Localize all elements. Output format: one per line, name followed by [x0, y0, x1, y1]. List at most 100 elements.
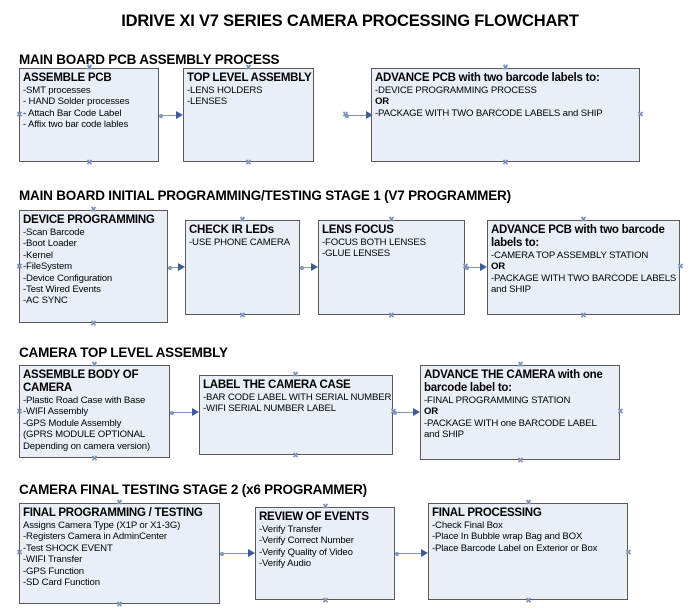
node-advance-pcb-two-barcode-labels-stage1[interactable]: ADVANCE PCB with two barcode labels to: … [487, 220, 680, 315]
node-line: -Check Final Box [432, 520, 503, 531]
node-line: -AC SYNC [23, 295, 68, 307]
connector-review-of-events-to-final-processing [395, 549, 428, 558]
node-line: and SHIP [424, 429, 464, 441]
node-header: ASSEMBLE BODY OF CAMERA [23, 369, 139, 394]
section-heading-camera-top-level-assembly: CAMERA TOP LEVEL ASSEMBLY [19, 345, 228, 360]
node-line: -GPS Function [23, 565, 84, 577]
connector-tail-icon [300, 265, 304, 270]
node-line: Assigns Camera Type (X1P or X1-3G) [23, 520, 181, 531]
node-line: -Scan Barcode [23, 227, 85, 238]
node-header: FINAL PROGRAMMING / TESTING [23, 507, 203, 519]
node-header: FINAL PROCESSING [432, 507, 542, 519]
connector-tail-icon [220, 551, 224, 556]
node-line: -Verify Transfer [259, 524, 322, 535]
node-header: LABEL THE CAMERA CASE [203, 379, 351, 391]
connector-tail-icon [170, 410, 174, 415]
node-line: (GPRS MODULE OPTIONAL [23, 429, 146, 441]
connector-tail-icon [465, 265, 469, 270]
node-line: -Place In Bubble wrap Bag and BOX [432, 531, 583, 543]
arrowhead-icon [248, 549, 255, 557]
node-assemble-pcb[interactable]: ASSEMBLE PCB -SMT processes - HAND Solde… [19, 68, 159, 162]
connector-assemble-body-to-label-camera-case [170, 408, 199, 417]
connector-tail-icon [168, 265, 172, 270]
section-heading-main-board-pcb-assembly-process: MAIN BOARD PCB ASSEMBLY PROCESS [19, 52, 280, 67]
connector-line [162, 115, 176, 116]
node-header: ADVANCE THE CAMERA with one barcode labe… [424, 369, 603, 394]
arrowhead-icon [311, 263, 318, 271]
connector-line [171, 267, 178, 268]
node-line: -CAMERA TOP ASSEMBLY STATION [491, 250, 649, 261]
node-header: CHECK IR LEDs [189, 224, 274, 236]
node-line: -GLUE LENSES [322, 248, 391, 260]
node-header: REVIEW OF EVENTS [259, 511, 369, 523]
node-line: -Verify Audio [259, 558, 311, 570]
node-line: -Test Wired Events [23, 284, 101, 296]
node-line: -LENS HOLDERS [187, 85, 263, 96]
node-line: - Attach Bar Code Label [23, 107, 122, 119]
node-device-programming[interactable]: DEVICE PROGRAMMING -Scan Barcode -Boot L… [19, 210, 168, 323]
connector-assemble-pcb-to-top-level-assembly [159, 111, 183, 120]
page-title: IDRIVE XI V7 SERIES CAMERA PROCESSING FL… [121, 12, 579, 30]
connector-line [303, 267, 311, 268]
node-check-ir-leds[interactable]: CHECK IR LEDs -USE PHONE CAMERA [185, 220, 300, 315]
node-final-programming-testing[interactable]: FINAL PROGRAMMING / TESTING Assigns Came… [19, 503, 220, 604]
connector-line [173, 412, 192, 413]
connector-line [223, 553, 248, 554]
node-line: -GPS Module Assembly [23, 417, 122, 429]
arrowhead-icon [192, 408, 199, 416]
node-line: -PACKAGE WITH TWO BARCODE LABELS [491, 272, 677, 284]
node-assemble-body-of-camera[interactable]: ASSEMBLE BODY OF CAMERA -Plastic Road Ca… [19, 365, 170, 458]
node-line: -SMT processes [23, 85, 91, 96]
connector-tail-icon [395, 551, 399, 556]
connector-lens-focus-to-advance-pcb-stage1 [465, 263, 487, 272]
node-line: - Affix two bar code lables [23, 119, 129, 131]
node-line: -USE PHONE CAMERA [189, 237, 290, 248]
node-header: ADVANCE PCB with two barcode labels to: [491, 224, 665, 249]
node-line: and SHIP [491, 284, 531, 296]
connector-final-programming-to-review-of-events [220, 549, 255, 558]
connector-device-programming-to-check-ir-leds [168, 263, 185, 272]
connector-tail-icon [393, 410, 397, 415]
node-line: -PACKAGE WITH TWO BARCODE LABELS and SHI… [375, 107, 603, 119]
node-line: -Verify Quality of Video [259, 546, 353, 558]
node-line: -FOCUS BOTH LENSES [322, 237, 426, 248]
node-label-the-camera-case[interactable]: LABEL THE CAMERA CASE -BAR CODE LABEL WI… [199, 375, 393, 455]
node-lens-focus[interactable]: LENS FOCUS -FOCUS BOTH LENSES -GLUE LENS… [318, 220, 465, 315]
section-heading-camera-final-testing-stage-2: CAMERA FINAL TESTING STAGE 2 (x6 PROGRAM… [19, 482, 367, 497]
node-advance-the-camera-one-barcode-label[interactable]: ADVANCE THE CAMERA with one barcode labe… [420, 365, 620, 460]
node-line: Depending on camera version) [23, 440, 150, 452]
connector-tail-icon [345, 113, 349, 118]
node-line: -Registers Camera in AdminCenter [23, 531, 167, 543]
node-advance-pcb-two-barcode-labels[interactable]: ADVANCE PCB with two barcode labels to: … [371, 68, 640, 162]
node-header: ASSEMBLE PCB [23, 72, 112, 84]
node-line: -Test SHOCK EVENT [23, 542, 113, 554]
node-top-level-assembly[interactable]: TOP LEVEL ASSEMBLY -LENS HOLDERS -LENSES [183, 68, 314, 162]
node-line: OR [424, 406, 439, 418]
node-line: - HAND Solder processes [23, 96, 130, 108]
arrowhead-icon [366, 111, 373, 119]
connector-line [468, 267, 480, 268]
node-header: ADVANCE PCB with two barcode labels to: [375, 72, 600, 84]
connector-label-camera-case-to-advance-camera [393, 408, 420, 417]
node-header: LENS FOCUS [322, 224, 394, 236]
node-line: -PACKAGE WITH one BARCODE LABEL [424, 417, 597, 429]
arrowhead-icon [178, 263, 185, 271]
node-line: -FileSystem [23, 261, 72, 273]
arrowhead-icon [421, 549, 428, 557]
node-line: -LENSES [187, 96, 228, 108]
node-review-of-events[interactable]: REVIEW OF EVENTS -Verify Transfer -Verif… [255, 507, 395, 600]
node-line: -Plastic Road Case with Base [23, 395, 146, 406]
node-header: DEVICE PROGRAMMING [23, 214, 155, 226]
arrowhead-icon [413, 408, 420, 416]
node-final-processing[interactable]: FINAL PROCESSING -Check Final Box -Place… [428, 503, 628, 600]
arrowhead-icon [176, 111, 183, 119]
node-line: -WIFI Transfer [23, 554, 83, 566]
connector-line [348, 115, 366, 116]
node-line: -Verify Correct Number [259, 535, 354, 547]
connector-line [398, 553, 421, 554]
connector-top-level-assembly-to-advance-pcb [345, 111, 373, 120]
node-line: -BAR CODE LABEL WITH SERIAL NUMBER [203, 392, 392, 403]
connector-line [396, 412, 413, 413]
node-line: -Place Barcode Label on Exterior or Box [432, 542, 598, 554]
